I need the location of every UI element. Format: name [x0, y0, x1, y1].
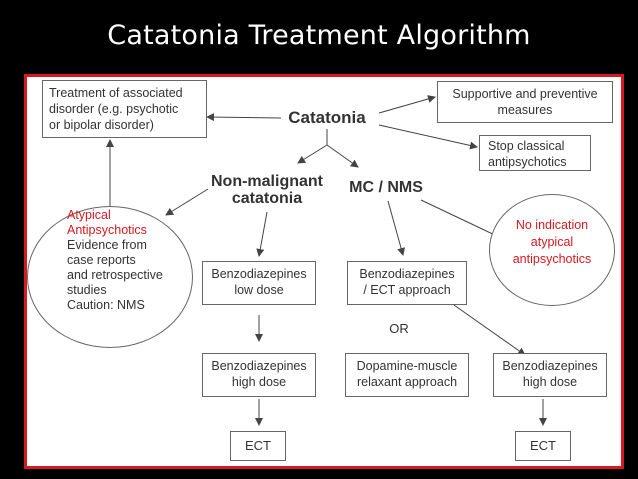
arrow-mc-nms-to-no-indication: [420, 199, 500, 238]
slide-title: Catatonia Treatment Algorithm: [107, 20, 531, 51]
atypical-antipsychotics-circle: [27, 206, 193, 348]
benzo-high-dose-left-box: Benzodiazepines high dose: [202, 353, 316, 397]
arrow-catatonia-to-stop: [378, 124, 478, 150]
ect-right-box: ECT: [515, 431, 571, 461]
or-label: OR: [389, 321, 409, 336]
mc-nms-node: MC / NMS: [349, 179, 423, 196]
arrow-non-malignant-to-atypical: [165, 188, 209, 216]
diagram-frame: Treatment of associated disorder (e.g. p…: [24, 74, 624, 469]
arrow-layer: [106, 95, 547, 426]
arrow-branch-to-mc-nms: [326, 144, 359, 168]
benzo-ect-box: Benzodiazepines / ECT approach: [347, 261, 467, 305]
catatonia-node: Catatonia: [288, 108, 366, 127]
no-indication-circle: [489, 194, 615, 306]
ect-left-box: ECT: [230, 431, 286, 461]
benzo-high-dose-right-box: Benzodiazepines high dose: [493, 353, 607, 397]
arrow-benzo-ect-to-benzo-high-right: [453, 304, 526, 356]
diagram-canvas: Treatment of associated disorder (e.g. p…: [27, 77, 621, 466]
dopamine-muscle-relaxant-box: Dopamine-muscle relaxant approach: [345, 353, 469, 397]
arrow-catatonia-to-supportive: [378, 95, 436, 114]
atypical-antipsychotics-text: Atypical Antipsychotics Evidence from ca…: [67, 208, 191, 313]
arrow-mc-nms-to-benzo-ect: [387, 200, 405, 256]
stop-classical-box: Stop classical antipsychotics: [479, 135, 591, 171]
associated-disorder-box: Treatment of associated disorder (e.g. p…: [42, 80, 207, 138]
supportive-measures-box: Supportive and preventive measures: [437, 81, 613, 123]
no-indication-text: No indication atypical antipsychotics: [512, 218, 592, 266]
non-malignant-node: Non-malignant catatonia: [211, 173, 323, 207]
atypical-title-line: Antipsychotics: [67, 223, 147, 237]
arrow-catatonia-to-associated: [206, 113, 282, 122]
arrow-branch-to-non-malignant: [297, 144, 328, 164]
atypical-title-line: Atypical: [67, 208, 111, 222]
arrow-non-malignant-to-benzo-low: [256, 211, 268, 257]
benzo-low-dose-box: Benzodiazepines low dose: [202, 261, 316, 305]
